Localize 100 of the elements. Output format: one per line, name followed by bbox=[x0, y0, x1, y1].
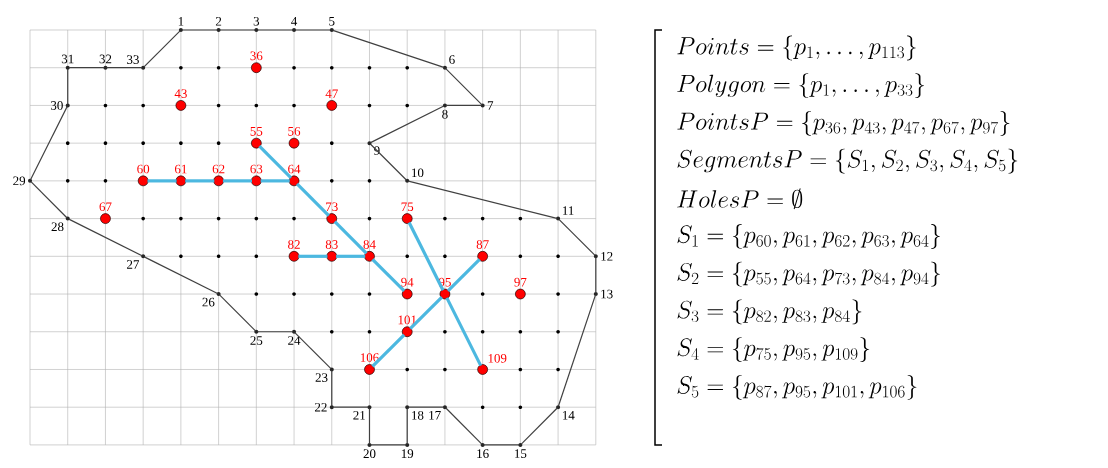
polygon-vertex: 1 bbox=[178, 17, 184, 32]
node-label: 3 bbox=[253, 16, 260, 26]
polygon-vertex: 22 bbox=[315, 402, 334, 412]
node-label: 8 bbox=[442, 109, 448, 119]
node-label: 15 bbox=[515, 449, 527, 458]
set-formula: $S_1 = \{p_{60}, p_{61}, p_{62}, p_{63}, p_{64}\}$ bbox=[677, 224, 940, 249]
polygon-edge bbox=[331, 370, 333, 407]
polygon-edge bbox=[67, 68, 69, 105]
polygon-vertex: 33 bbox=[127, 55, 146, 70]
segment-line bbox=[258, 145, 293, 179]
node-label: 4 bbox=[291, 17, 298, 26]
polygon-vertex: 6 bbox=[442, 55, 455, 70]
segment-line bbox=[409, 295, 444, 330]
segment-line bbox=[333, 220, 368, 255]
node-label: 30 bbox=[51, 101, 63, 110]
node-label: 19 bbox=[401, 449, 414, 459]
segment-line bbox=[222, 179, 253, 183]
segment-line bbox=[295, 182, 330, 217]
segment-line bbox=[185, 179, 215, 183]
polygon-vertex: 14 bbox=[556, 405, 575, 420]
node-label: 14 bbox=[562, 410, 575, 420]
polygon-vertex: 19 bbox=[401, 442, 414, 458]
polygon-vertex: 25 bbox=[250, 329, 263, 345]
node-label: 7 bbox=[487, 101, 494, 110]
polygon-vertex: 26 bbox=[202, 292, 221, 307]
set-formula: $S_5 = \{p_{87}, p_{95}, p_{101}, p_{106}\}$ bbox=[677, 374, 917, 400]
polygon-edge bbox=[218, 294, 257, 332]
polygon-edge bbox=[68, 67, 105, 69]
segment-line bbox=[298, 254, 328, 258]
node-label: 23 bbox=[315, 373, 328, 382]
segment-line bbox=[371, 258, 406, 293]
polygon-edge bbox=[219, 29, 256, 31]
node-label: 28 bbox=[51, 222, 64, 232]
polygon-vertex: 5 bbox=[329, 17, 335, 32]
node-label: 27 bbox=[127, 260, 140, 269]
polygon-edge bbox=[558, 218, 596, 256]
node-label: 18 bbox=[412, 410, 424, 420]
node-label: 31 bbox=[61, 54, 74, 64]
polygon-edge bbox=[256, 29, 294, 31]
polygon-vertex: 32 bbox=[99, 54, 112, 70]
segment-line bbox=[445, 297, 483, 367]
polygon-edge bbox=[294, 29, 332, 31]
polygon-vertex: 13 bbox=[593, 289, 613, 299]
segment-line bbox=[260, 179, 290, 183]
segment-line bbox=[336, 254, 366, 258]
polygon-edge bbox=[143, 256, 219, 295]
polygon-edge bbox=[407, 180, 558, 219]
polygon-edge bbox=[370, 444, 407, 446]
polygon-edge bbox=[445, 104, 483, 107]
set-formula: $HolesP = \emptyset$ bbox=[677, 188, 803, 210]
set-formula: $Points = \{p_1, \ldots, p_{113}\}$ bbox=[677, 35, 916, 61]
node-label: 12 bbox=[601, 252, 613, 261]
polygon-edge bbox=[520, 407, 558, 445]
node-label: 33 bbox=[127, 55, 139, 64]
polygon-edge bbox=[294, 332, 332, 370]
polygon-vertex: 17 bbox=[429, 405, 447, 420]
polygon-edge bbox=[369, 105, 445, 144]
polygon-edge bbox=[29, 105, 68, 181]
segment-line bbox=[371, 333, 406, 368]
polygon-edge bbox=[143, 30, 181, 68]
polygon-edge bbox=[595, 256, 597, 294]
polygon-edge bbox=[445, 407, 483, 445]
polygon-edge bbox=[68, 218, 143, 257]
node-label: 5 bbox=[329, 16, 335, 26]
polygon-vertex: 21 bbox=[353, 405, 372, 420]
polygon-vertex: 23 bbox=[315, 367, 334, 382]
polygon-vertex: 3 bbox=[253, 16, 260, 32]
polygon-vertex: 10 bbox=[405, 168, 424, 183]
set-formula: $Polygon = \{p_1, \ldots, p_{33}\}$ bbox=[677, 73, 925, 99]
segment-line bbox=[446, 258, 481, 293]
polygon-vertex: 11 bbox=[556, 206, 574, 221]
polygon-vertex: 28 bbox=[51, 216, 70, 232]
polygon-edge bbox=[332, 406, 369, 408]
polygon-edge bbox=[557, 294, 597, 407]
polygon-vertex: 15 bbox=[515, 442, 527, 458]
polygon-vertex: 2 bbox=[215, 17, 222, 32]
node-label: 32 bbox=[99, 54, 112, 64]
node-label: 2 bbox=[215, 17, 222, 26]
polygon-vertex: 24 bbox=[288, 329, 301, 345]
polygon-edge bbox=[368, 407, 371, 445]
polygon-edge bbox=[445, 67, 483, 106]
node-label: 10 bbox=[412, 168, 424, 178]
polygon-vertex: 31 bbox=[61, 54, 74, 70]
polygon-edge bbox=[369, 143, 407, 181]
set-formula: $SegmentsP = \{S_1, S_2, S_3, S_4, S_5\}$ bbox=[677, 148, 1018, 174]
polygon-edge bbox=[332, 29, 445, 68]
node-label: 24 bbox=[288, 336, 301, 345]
node-label: 26 bbox=[202, 297, 215, 307]
node-label: 21 bbox=[353, 410, 365, 420]
set-formula: $PointsP = \{p_{36}, p_{43}, p_{47}, p_{67}, p_{97}\}$ bbox=[677, 111, 1010, 136]
polygon-vertex: 29 bbox=[13, 176, 32, 186]
polygon-vertex: 12 bbox=[593, 252, 613, 261]
node-label: 1 bbox=[178, 17, 184, 26]
polygon-vertex: 16 bbox=[477, 442, 489, 458]
polygon-edge bbox=[256, 331, 294, 333]
polygon-vertex: 20 bbox=[363, 442, 376, 459]
polygon-vertex: 30 bbox=[51, 101, 70, 110]
polygon-vertex: 7 bbox=[480, 101, 494, 110]
node-label: 20 bbox=[363, 449, 376, 459]
polygon-edge bbox=[181, 29, 218, 31]
